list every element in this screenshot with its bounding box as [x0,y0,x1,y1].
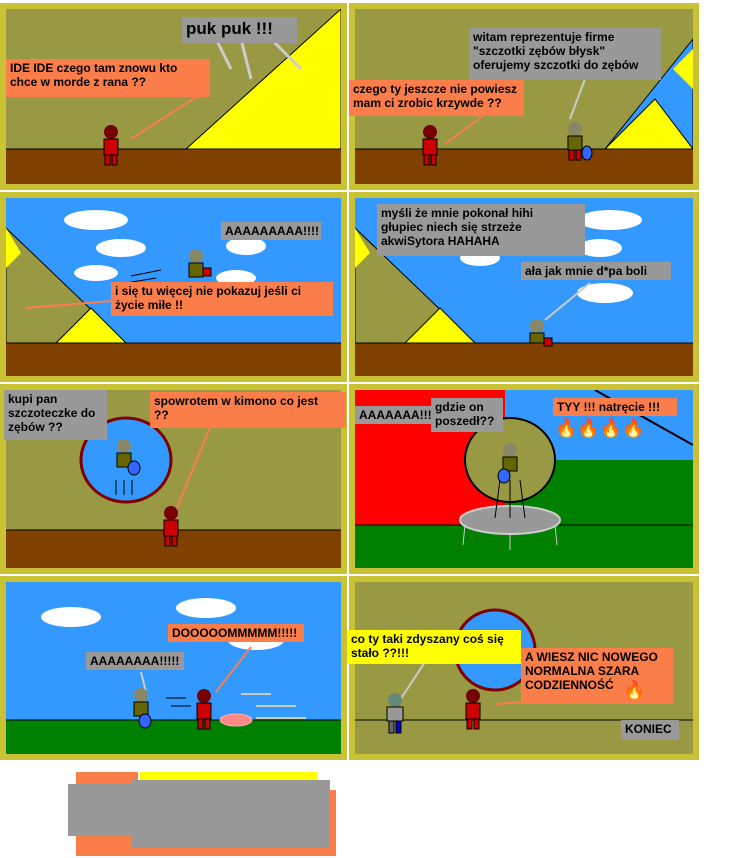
hero-speech-caption: spowrotem w kimono co jest ?? [150,392,346,428]
sound-effect-caption: puk puk !!! [182,17,297,43]
cloud [578,210,642,230]
panel-2: witam reprezentuje firme "szczotki zębów… [349,3,699,190]
pain-caption: ała jak mnie d*pa boli [521,262,671,280]
cloud [41,607,101,627]
panel-1: puk puk !!! IDE IDE czego tam znowu kto … [0,3,347,190]
cloud [64,210,128,230]
cloud [577,283,633,303]
panel-3: AAAAAAAAA!!!! i się tu więcej nie pokazu… [0,192,347,382]
hero-figure [103,125,119,166]
hero-speech-caption: i się tu więcej nie pokazuj jeśli ci życ… [111,282,333,316]
panel-8: co ty taki zdyszany coś się stało ??!!! … [347,576,699,760]
cloud [176,598,236,618]
scream-caption: AAAAAAA!!!! [355,406,437,424]
thought-caption: myśli że mnie pokonał hihi głupiec niech… [377,204,585,256]
rage-caption: TYY !!! natręcie !!! [553,398,677,416]
seller-figure [116,439,141,476]
cloud [96,239,146,257]
cloud [74,265,118,281]
hero-speech-caption: IDE IDE czego tam znowu kto chce w morde… [6,59,210,97]
flame-icon: 🔥🔥🔥🔥 [555,418,645,438]
cloud [226,237,266,255]
seller-figure [497,443,518,484]
yell-caption: DOOOOOMMMMM!!!!! [168,624,304,642]
panel-7: DOOOOOMMMMM!!!!! AAAAAAAA!!!!! [0,576,347,760]
flame-icon: 🔥 [623,680,646,700]
seller-figure [567,122,593,161]
question-caption: gdzie on poszedł?? [431,398,503,432]
scream-caption: AAAAAAAA!!!!! [86,652,184,670]
hero-figure [465,689,481,730]
hero-figure [422,125,438,166]
seller-figure [529,319,553,347]
friend-figure [386,693,404,734]
hero-figure [196,689,212,730]
cloud [578,239,622,257]
seller-speech-caption: kupi pan szczoteczke do zębów ?? [4,390,107,440]
panel-6: AAAAAAA!!!! gdzie on poszedł?? TYY !!! n… [349,384,699,574]
end-caption: KONIEC [621,720,679,740]
seller-speech-caption: witam reprezentuje firme "szczotki zębów… [469,28,661,80]
panel-5: kupi pan szczoteczke do zębów ?? spowrot… [0,384,347,574]
seller-figure [188,249,212,278]
hero-figure [163,506,179,547]
seller-figure [133,688,152,729]
leftover-gray-block-2 [132,780,330,848]
leftover-gray-block [68,784,136,836]
friend-speech-caption: co ty taki zdyszany coś się stało ??!!! [347,630,521,664]
panel-4: myśli że mnie pokonał hihi głupiec niech… [349,192,699,382]
hero-speech-caption: czego ty jeszcze nie powiesz mam ci zrob… [349,80,524,116]
hero-speech-caption: A WIESZ NIC NOWEGO NORMALNA SZARA CODZIE… [521,648,673,704]
scream-caption: AAAAAAAAA!!!! [221,222,321,240]
